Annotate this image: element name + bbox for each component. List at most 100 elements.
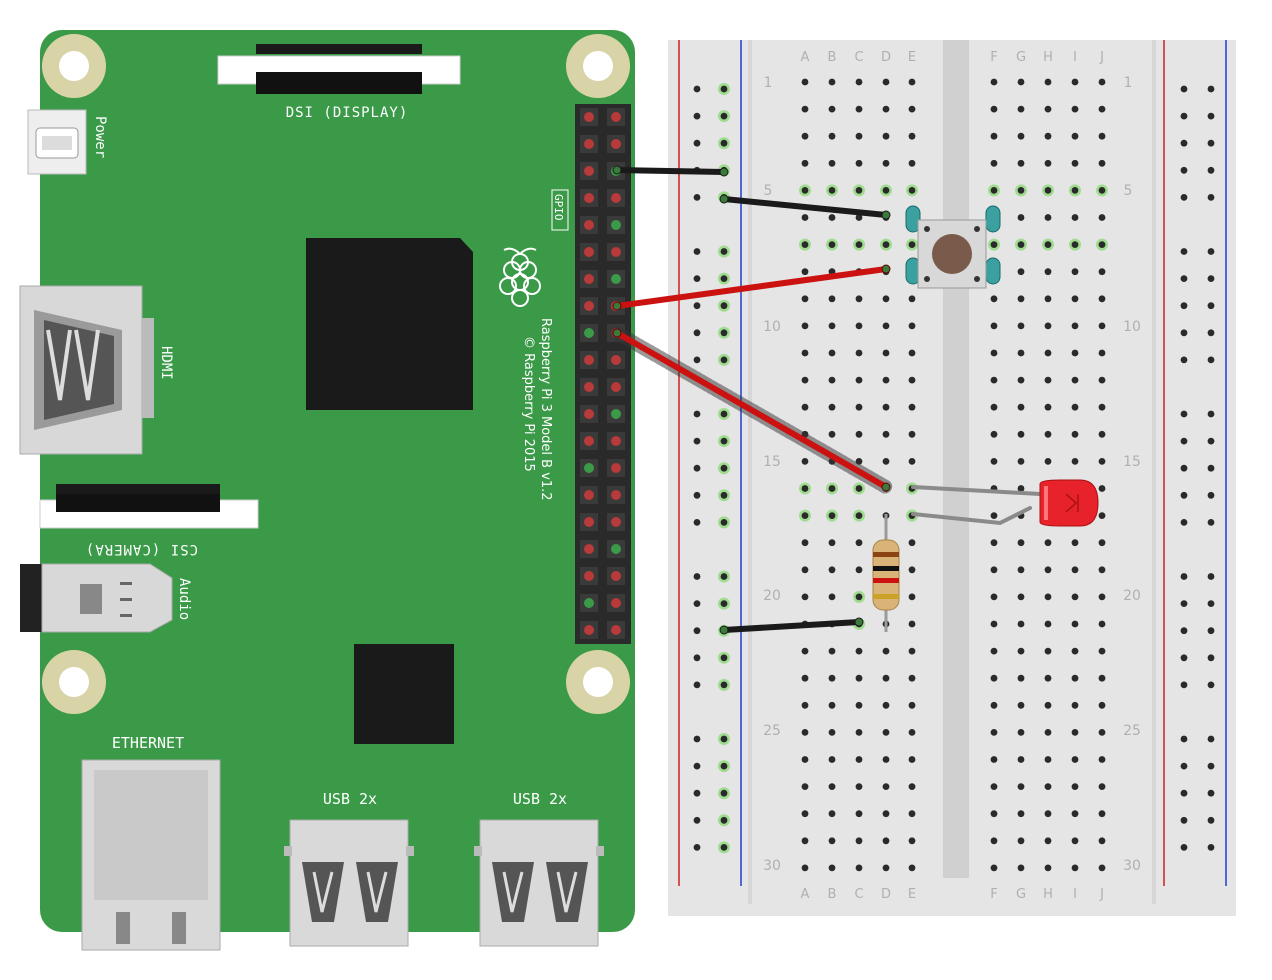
rail-hole xyxy=(693,681,701,689)
breadboard-hole xyxy=(801,539,809,547)
rail-hole xyxy=(1207,437,1215,445)
breadboard-hole xyxy=(1098,349,1106,357)
breadboard-hole xyxy=(1098,241,1106,249)
rail-hole xyxy=(693,762,701,770)
col-label-f: F xyxy=(990,50,997,65)
breadboard-hole xyxy=(1071,647,1079,655)
rail-hole xyxy=(1207,112,1215,120)
breadboard-hole xyxy=(801,295,809,303)
breadboard-hole xyxy=(882,783,890,790)
breadboard-hole xyxy=(990,593,998,601)
rail-hole xyxy=(1180,573,1188,580)
row-labels-left: 1 5 10 15 20 25 30 xyxy=(763,75,781,874)
rail-hole xyxy=(1180,464,1188,472)
rail-hole xyxy=(1180,329,1188,337)
rail-hole xyxy=(720,248,728,255)
rail-hole xyxy=(1207,194,1215,201)
breadboard-hole xyxy=(828,647,836,655)
breadboard-hole xyxy=(1071,376,1079,384)
breadboard-hole xyxy=(1017,295,1025,303)
breadboard-hole xyxy=(908,430,916,438)
breadboard-hole xyxy=(801,512,809,519)
breadboard-hole xyxy=(801,403,809,411)
rail-hole xyxy=(693,329,701,337)
breadboard-hole xyxy=(855,864,863,872)
breadboard-hole xyxy=(990,810,998,818)
rail-hole xyxy=(1207,248,1215,255)
gpio-pin xyxy=(584,517,594,527)
led-legs xyxy=(911,485,1042,526)
gpio-pin xyxy=(611,193,621,203)
col-label-h: H xyxy=(1043,887,1053,902)
breadboard-hole xyxy=(1098,783,1106,790)
breadboard-hole xyxy=(908,349,916,357)
row-label: 1 xyxy=(764,75,773,91)
col-label-i: I xyxy=(1073,50,1077,65)
usb-port-right xyxy=(474,819,604,947)
rail-hole xyxy=(1207,410,1215,418)
breadboard-hole xyxy=(1044,647,1052,655)
breadboard-hole xyxy=(1017,214,1025,221)
breadboard-hole xyxy=(990,674,998,682)
row-label: 25 xyxy=(763,723,781,739)
breadboard-hole xyxy=(828,674,836,682)
breadboard-hole xyxy=(1098,430,1106,438)
power-connector xyxy=(27,109,87,175)
breadboard-hole xyxy=(882,756,890,763)
breadboard-hole xyxy=(855,729,863,736)
breadboard-hole xyxy=(908,105,916,113)
row-label: 20 xyxy=(1123,588,1141,604)
rail-hole xyxy=(1207,356,1215,364)
rail-hole xyxy=(720,491,728,499)
breadboard-hole xyxy=(990,430,998,438)
gpio-pin xyxy=(584,409,594,419)
breadboard-hole xyxy=(828,132,836,140)
gpio-pin xyxy=(584,490,594,500)
breadboard-hole xyxy=(990,620,998,628)
breadboard-hole xyxy=(1017,647,1025,655)
breadboard-hole xyxy=(801,268,809,276)
breadboard-hole xyxy=(1017,187,1025,194)
push-button xyxy=(905,205,1001,289)
rail-hole xyxy=(693,491,701,499)
hdmi-label: HDMI xyxy=(158,346,174,380)
breadboard-hole xyxy=(828,837,836,845)
breadboard-hole xyxy=(1098,403,1106,411)
breadboard-hole xyxy=(1098,593,1106,601)
rail-hole xyxy=(1207,762,1215,770)
rail-hole xyxy=(1180,762,1188,770)
breadboard-hole xyxy=(801,647,809,655)
rail-hole xyxy=(1207,654,1215,662)
rail-hole xyxy=(1180,410,1188,418)
breadboard-hole xyxy=(828,593,836,601)
breadboard-hole xyxy=(1098,295,1106,303)
breadboard-hole xyxy=(828,729,836,736)
rail-hole xyxy=(693,248,701,255)
breadboard-hole xyxy=(882,322,890,330)
row-label: 10 xyxy=(1123,319,1141,335)
gpio-pin xyxy=(611,112,621,122)
rail-hole xyxy=(1180,627,1188,635)
breadboard-hole xyxy=(882,349,890,357)
breadboard-hole xyxy=(801,376,809,384)
row-label: 5 xyxy=(764,183,773,199)
rail-hole xyxy=(1207,600,1215,607)
wire-black-gnd-to-rail xyxy=(612,165,729,177)
usb-right-label: USB 2x xyxy=(513,790,567,808)
breadboard-hole xyxy=(1098,864,1106,872)
rail-hole xyxy=(693,112,701,120)
gpio-pin xyxy=(611,544,621,554)
rail-hole xyxy=(1180,275,1188,282)
gpio-pin xyxy=(611,463,621,473)
breadboard-hole xyxy=(828,512,836,519)
breadboard-hole xyxy=(882,403,890,411)
breadboard-hole xyxy=(1044,783,1052,790)
breadboard-hole xyxy=(908,539,916,547)
gpio-pin xyxy=(584,598,594,608)
breadboard-hole xyxy=(1098,187,1106,194)
rail-hole xyxy=(720,85,728,93)
gpio-pin xyxy=(611,382,621,392)
breadboard-hole xyxy=(1098,729,1106,736)
breadboard-hole xyxy=(908,701,916,709)
usb-left-label: USB 2x xyxy=(323,790,377,808)
